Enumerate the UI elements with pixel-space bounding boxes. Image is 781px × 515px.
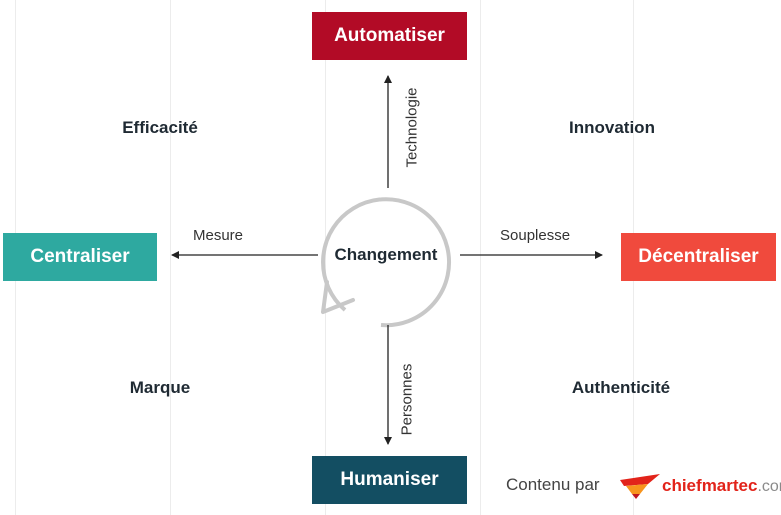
logo-part-com: .com <box>757 478 781 495</box>
quadrant-top-right: Innovation <box>569 118 655 137</box>
quadrant-bottom-left: Marque <box>129 378 191 397</box>
decentraliser-box: Décentraliser <box>621 233 776 281</box>
axis-up-label: Technologie <box>403 87 421 168</box>
logo-part-chief: chief <box>662 476 702 495</box>
grid-line <box>480 0 481 515</box>
humaniser-box: Humaniser <box>312 456 467 504</box>
automatiser-box: Automatiser <box>312 12 467 60</box>
decentraliser-label: Décentraliser <box>638 246 759 267</box>
chiefmartec-hat-icon <box>620 474 660 499</box>
chiefmartec-logo: chiefmartec.com <box>662 476 781 496</box>
center-label: Changement <box>334 245 438 264</box>
centraliser-box: Centraliser <box>3 233 157 281</box>
quadrant-bottom-right: Authenticité <box>571 378 671 397</box>
cycle-circle <box>321 197 452 328</box>
credit-text: Contenu par <box>506 475 600 494</box>
cycle-arrowhead <box>321 280 355 314</box>
axis-right-label: Souplesse <box>500 227 571 244</box>
quadrant-top-left: Efficacité <box>122 118 198 137</box>
centraliser-label: Centraliser <box>30 246 130 267</box>
humaniser-label: Humaniser <box>340 469 439 490</box>
axis-down-label: Personnes <box>398 363 416 436</box>
grid-line <box>170 0 171 515</box>
grid-line <box>325 0 326 515</box>
logo-part-martec: martec <box>701 476 758 495</box>
automatiser-label: Automatiser <box>334 25 445 46</box>
axis-left-label: Mesure <box>193 227 244 244</box>
